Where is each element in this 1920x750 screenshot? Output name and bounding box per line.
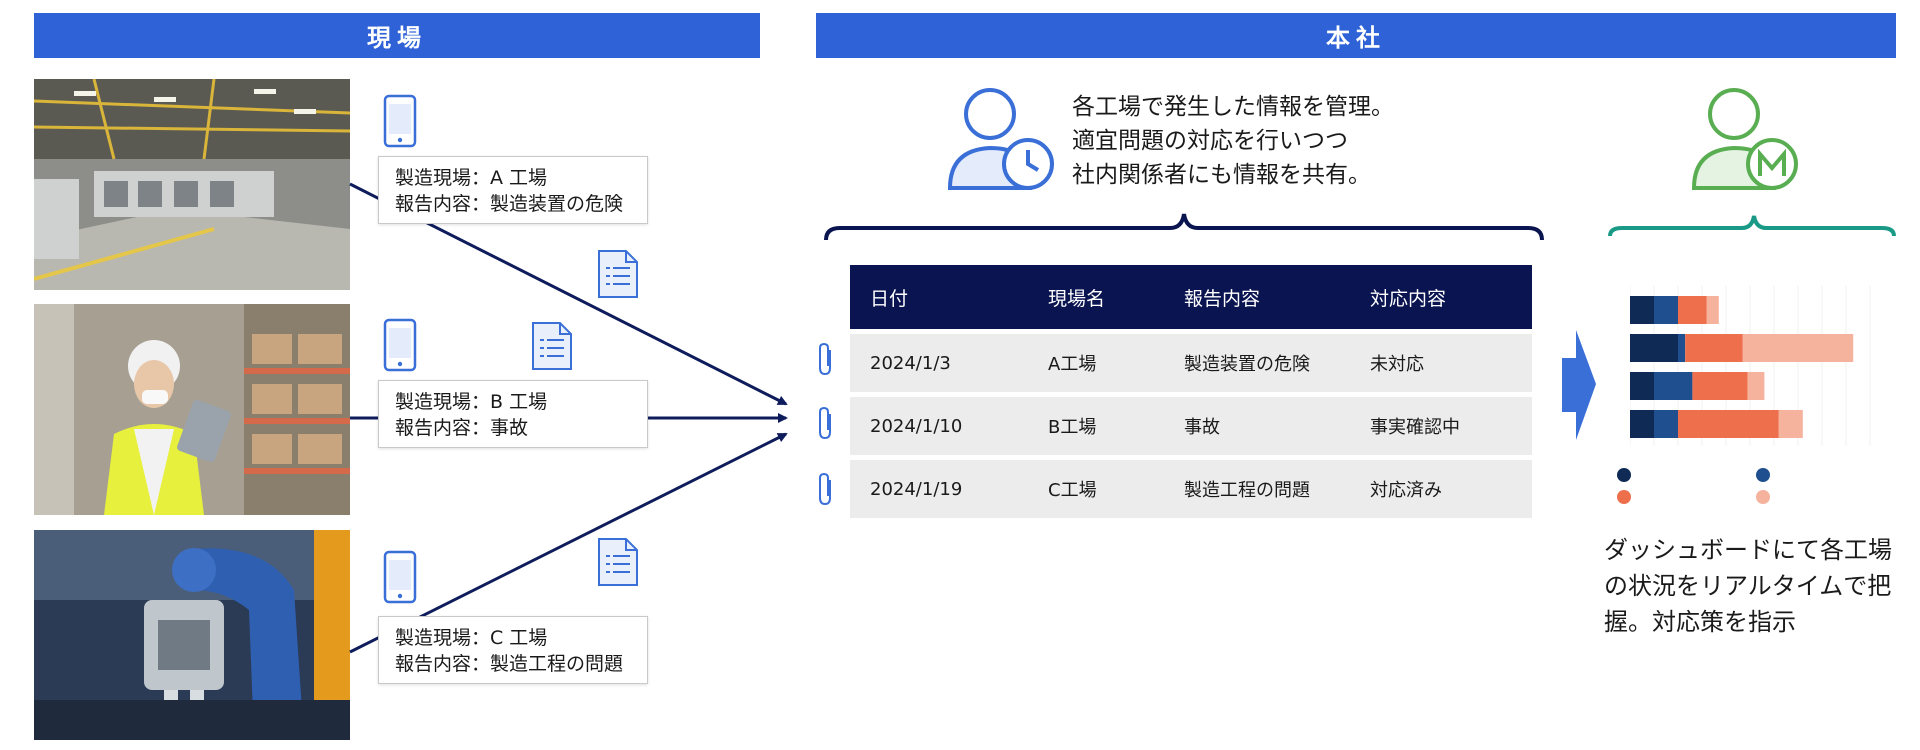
hq-description-line: 社内関係者にも情報を共有。 [1072,162,1371,188]
chart-bar-segment [1654,296,1678,324]
hq-section-title: 本社 [1326,24,1386,52]
chart-bar-segment [1630,296,1654,324]
factory-floor-photo [34,79,350,290]
report-arrow-c [349,432,788,654]
paperclip-icon [819,342,831,376]
report-table: 日付 現場名 報告内容 対応内容 2024/1/3 A工場 製造装置の危険 未対… [850,260,1532,523]
table-cell: 製造工程の問題 [1164,460,1350,518]
smartphone-icon [383,318,417,372]
table-cell: B工場 [1028,397,1164,455]
document-icon [532,322,572,370]
dashboard-description-line: ダッシュボードにて各工場 [1604,536,1892,564]
hq-description-line: 適宜問題の対応を行いつつ [1072,128,1348,154]
site-section-title: 現場 [367,24,427,52]
chart-bar-segment [1742,334,1854,362]
right-arrow-icon [1562,330,1596,440]
chart-bar-segment [1778,410,1803,438]
table-cell: 未対応 [1350,334,1532,392]
chart-bar-segment [1692,372,1748,400]
dashboard-brace [1608,215,1896,237]
report-card-c: 製造現場：C 工場 報告内容：製造工程の問題 [378,616,648,684]
report-site: 製造現場：A 工場 [395,167,548,189]
hq-description: 各工場で発生した情報を管理。 適宜問題の対応を行いつつ 社内関係者にも情報を共有… [1072,90,1394,192]
report-card-b: 製造現場：B 工場 報告内容：事故 [378,380,648,448]
dashboard-description: ダッシュボードにて各工場 の状況をリアルタイムで把 握。対応策を指示 [1604,532,1892,640]
site-section-header: 現場 [34,13,760,58]
table-cell: 2024/1/3 [850,334,1028,392]
table-row[interactable]: 2024/1/3 A工場 製造装置の危険 未対応 [850,334,1532,392]
smartphone-icon [383,94,417,148]
table-header-date: 日付 [850,265,1028,329]
dashboard-description-line: 握。対応策を指示 [1604,608,1796,636]
chart-bar-segment [1685,334,1743,362]
document-icon [598,250,638,298]
table-cell: 事実確認中 [1350,397,1532,455]
user-manager-icon [1691,88,1798,190]
report-content: 報告内容：製造装置の危険 [395,193,624,215]
table-cell: C工場 [1028,460,1164,518]
robot-arm-photo [34,530,350,740]
table-cell: 事故 [1164,397,1350,455]
table-header-row: 日付 現場名 報告内容 対応内容 [850,265,1532,329]
hq-table-brace [824,213,1544,241]
chart-bar-segment [1630,410,1654,438]
table-cell: 対応済み [1350,460,1532,518]
legend-dot [1617,468,1631,482]
smartphone-icon [383,550,417,604]
report-site: 製造現場：B 工場 [395,391,548,413]
report-site: 製造現場：C 工場 [395,627,548,649]
report-content: 報告内容：事故 [395,417,529,439]
dashboard-description-line: の状況をリアルタイムで把 [1604,572,1892,600]
paperclip-icon [819,406,831,440]
user-clock-icon [947,88,1054,190]
table-header-response: 対応内容 [1350,265,1532,329]
table-header-site: 現場名 [1028,265,1164,329]
hq-description-line: 各工場で発生した情報を管理。 [1072,94,1394,120]
chart-bar-segment [1654,410,1678,438]
chart-bar-segment [1678,296,1707,324]
chart-bar-segment [1678,410,1779,438]
table-header-report: 報告内容 [1164,265,1350,329]
legend-dot [1756,468,1770,482]
chart-bar-segment [1706,296,1719,324]
table-row[interactable]: 2024/1/10 B工場 事故 事実確認中 [850,397,1532,455]
legend-dot [1617,490,1631,504]
document-icon [598,538,638,586]
chart-bar-segment [1747,372,1765,400]
table-cell: 2024/1/10 [850,397,1028,455]
hq-section-header: 本社 [816,13,1896,58]
warehouse-worker-photo [34,304,350,515]
dashboard-chart [1630,286,1871,446]
chart-bar-segment [1654,372,1693,400]
chart-bar-segment [1678,334,1686,362]
table-cell: 2024/1/19 [850,460,1028,518]
table-cell: A工場 [1028,334,1164,392]
report-card-a: 製造現場：A 工場 報告内容：製造装置の危険 [378,156,648,224]
table-row[interactable]: 2024/1/19 C工場 製造工程の問題 対応済み [850,460,1532,518]
chart-bar-segment [1630,372,1654,400]
table-cell: 製造装置の危険 [1164,334,1350,392]
legend-dot [1756,490,1770,504]
paperclip-icon [819,472,831,506]
report-content: 報告内容：製造工程の問題 [395,653,624,675]
chart-bar-segment [1630,334,1678,362]
